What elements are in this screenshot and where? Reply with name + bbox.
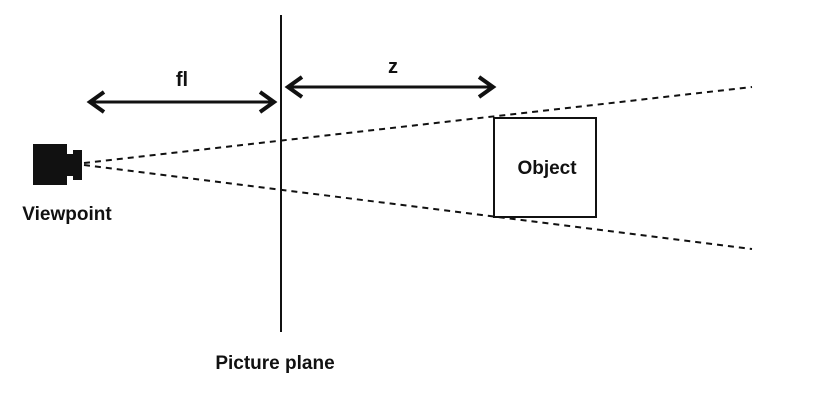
picture-plane-label: Picture plane xyxy=(215,353,334,374)
distance-label: z xyxy=(388,56,398,78)
focal-length-label: fl xyxy=(176,69,188,91)
upper-sight-ray xyxy=(83,86,753,164)
camera-icon xyxy=(33,144,82,185)
object-box xyxy=(493,117,597,218)
distance-arrow xyxy=(284,75,497,99)
lower-sight-ray xyxy=(83,164,753,250)
object-label: Object xyxy=(517,158,577,179)
focal-length-arrow xyxy=(86,90,278,114)
viewpoint-label: Viewpoint xyxy=(22,204,112,225)
